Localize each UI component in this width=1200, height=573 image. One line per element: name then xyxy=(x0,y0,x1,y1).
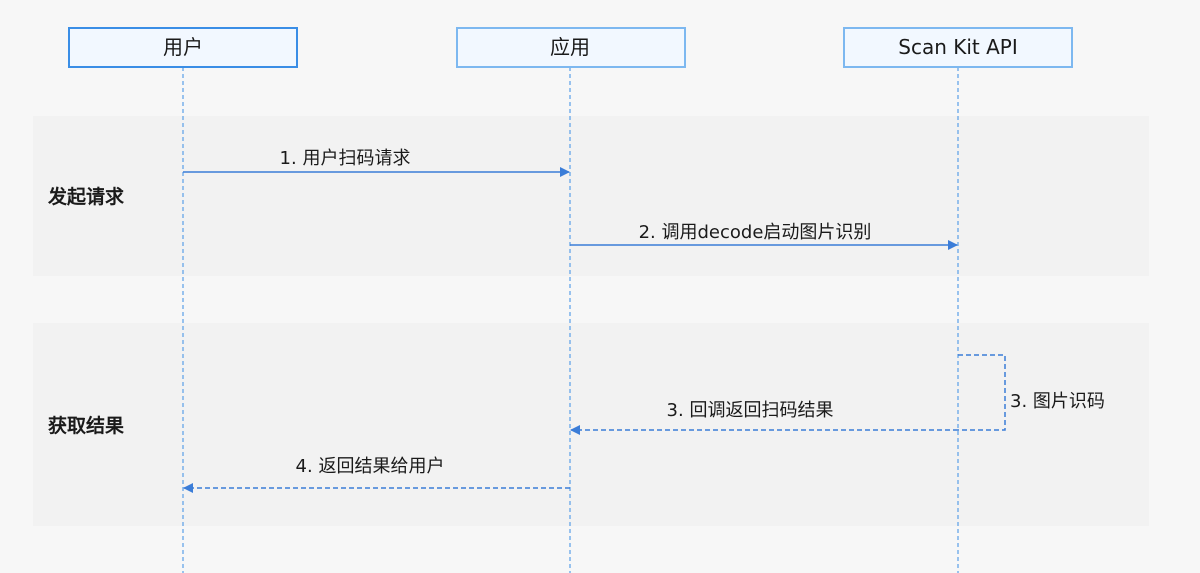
message-3-return: 3. 回调返回扫码结果 xyxy=(570,400,958,435)
participant-label: Scan Kit API xyxy=(898,35,1018,59)
participant-user: 用户 xyxy=(68,27,298,68)
message-label: 3. 图片识码 xyxy=(1010,391,1105,412)
message-2: 2. 调用decode启动图片识别 xyxy=(570,222,958,250)
message-label: 1. 用户扫码请求 xyxy=(280,148,411,169)
message-label: 4. 返回结果给用户 xyxy=(296,456,445,477)
participant-app: 应用 xyxy=(456,27,686,68)
message-4: 4. 返回结果给用户 xyxy=(183,456,570,493)
message-label: 2. 调用decode启动图片识别 xyxy=(639,222,872,243)
group-label: 获取结果 xyxy=(48,414,124,437)
participant-label: 应用 xyxy=(550,35,590,59)
group-get-result: 获取结果 xyxy=(33,323,1149,526)
message-1: 1. 用户扫码请求 xyxy=(183,148,570,177)
message-label: 3. 回调返回扫码结果 xyxy=(667,400,834,421)
participant-label: 用户 xyxy=(163,35,203,59)
participant-scankit: Scan Kit API xyxy=(843,27,1073,68)
group-label: 发起请求 xyxy=(47,185,125,208)
message-3-self: 3. 图片识码 xyxy=(958,354,1105,431)
group-send-request: 发起请求 xyxy=(33,116,1149,276)
